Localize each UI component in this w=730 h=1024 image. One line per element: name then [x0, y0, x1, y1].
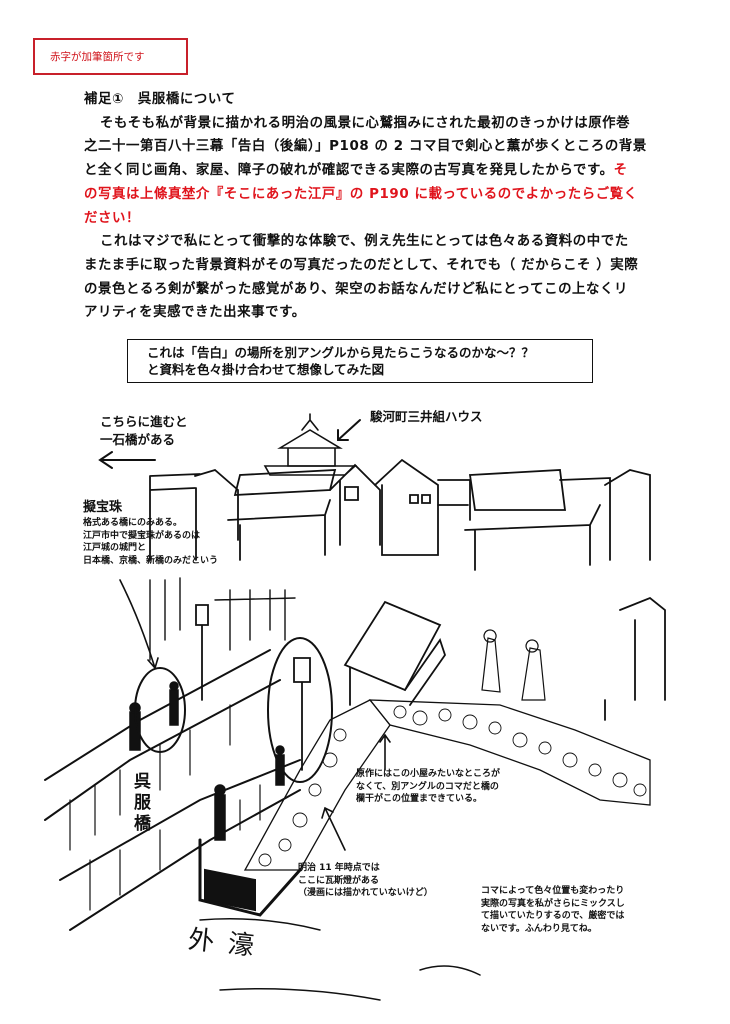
right-building-drawing [604, 596, 666, 721]
p1-line: 之二十一第百八十三幕「告白（後編）」P108 の 2 コマ目で剣心と薫が歩くとこ… [84, 139, 647, 155]
p2-line: の景色とるろ剣が繋がった感覚があり、架空のお話なんだけど私にとってこの上なくリ [84, 281, 629, 297]
note-line: （漫画には描かれていないけど） [298, 888, 433, 898]
disclaimer-note: コマによって色々位置も変わったり 実際の写真を私がさらにミックスし て描いていた… [481, 885, 625, 935]
note-line: ここに瓦斯燈がある [298, 875, 380, 886]
caption-line: と資料を色々掛け合わせて想像してみた図 [147, 362, 385, 377]
p2-line: またま手に取った背景資料がその写真だったのだとして、それでも（ だからこそ ）実… [84, 257, 639, 273]
bridge-drawing [44, 649, 302, 931]
direction-note: こちらに進むと 一石橋がある [100, 413, 188, 449]
pointer-arrow-icon [321, 806, 346, 851]
hut-note: 原作にはこの小屋みたいなところが なくて、別アングルのコマだと橋の 欄干がこの位… [356, 768, 500, 806]
p1-line: と全く同じ画角、家屋、障子の破れが確認できる実際の古写真を発見したからです。そ [84, 159, 684, 183]
p1-red-line: ださい！ [84, 210, 140, 226]
left-arrow-icon [98, 451, 156, 469]
p2-line: これはマジで私にとって衝撃的な体験で、例え先生にとっては色々ある資料の中でた [100, 234, 629, 250]
gas-lamps-drawing [195, 604, 311, 771]
caption-line: これは「告白」の場所を別アングルから見たらこうなるのかな～？？ [147, 345, 535, 360]
houses-row-drawing [149, 458, 651, 571]
note-line: 明治 11 年時点では [298, 863, 380, 873]
note-line: 欄干がこの位置まできている。 [356, 794, 483, 804]
note-line: ないです。ふんわり見てね。 [481, 923, 597, 934]
note-line: て描いていたりするので、厳密では [481, 911, 625, 921]
illustration-caption: これは「告白」の場所を別アングルから見たらこうなるのかな～？？ と資料を色々掛け… [127, 339, 593, 383]
note-line: 原作にはこの小屋みたいなところが [356, 769, 501, 779]
note-line: 格式ある橋にのみある。 [83, 518, 183, 528]
mitsui-house-label: 駿河町三井組ハウス [370, 409, 483, 424]
p1-line: そもそも私が背景に描かれる明治の風景に心鷲掴みにされた最初のきっかけは原作巻 [100, 115, 631, 131]
note-line: 江戸市中で擬宝珠があるのは [83, 530, 201, 541]
bridge-name-label: 呉服橋 [134, 772, 151, 834]
p1-red-line: の写真は上條真埜介『そこにあった江戸』の P190 に載っているのでよかったらご… [84, 186, 638, 202]
stone-wall-drawing [243, 699, 651, 871]
giboshu-circle [134, 667, 186, 753]
note-line: コマによって色々位置も変わったり [481, 886, 625, 896]
mitsui-house-drawing [263, 413, 358, 476]
moat-water-drawing [199, 918, 481, 1001]
p1-text: と全く同じ画角、家屋、障子の破れが確認できる実際の古写真を発見したからです。 [84, 163, 614, 179]
moat-handwritten-label: 外濠 [186, 924, 270, 964]
note-line: 江戸城の城門と [83, 543, 147, 553]
note-line: なくて、別アングルのコマだと橋の [356, 781, 499, 792]
note-line: こちらに進むと [100, 414, 188, 429]
section-heading: 補足① 呉服橋について [84, 92, 236, 107]
hut-drawing [343, 600, 446, 706]
gaslamp-note: 明治 11 年時点では ここに瓦斯燈がある （漫画には描かれていないけど） [298, 862, 433, 900]
kenshin-kaoru-figures [481, 629, 546, 701]
red-text-notice: 赤字が加筆箇所です [33, 38, 188, 75]
note-line: 一石橋がある [100, 432, 176, 447]
giboshu-note: 格式ある橋にのみある。 江戸市中で擬宝珠があるのは 江戸城の城門と 日本橋、京橋… [83, 517, 218, 567]
p2-line: アリティを実感できた出来事です。 [84, 305, 306, 321]
fence-drawing [149, 577, 296, 661]
pointer-arrow-icon [119, 579, 159, 670]
gaslamp-circle [267, 637, 333, 783]
body-text: 補足① 呉服橋について そもそも私が背景に描かれる明治の風景に心鷲掴みにされた最… [84, 88, 684, 325]
p1-red-text: そ [613, 163, 628, 179]
note-line: 実際の写真を私がさらにミックスし [481, 898, 625, 909]
pointer-arrow-icon [337, 419, 361, 441]
note-line: 日本橋、京橋、新橋のみだという [83, 555, 219, 566]
pointer-arrow-icon [379, 733, 391, 771]
giboshu-title: 擬宝珠 [83, 500, 123, 515]
